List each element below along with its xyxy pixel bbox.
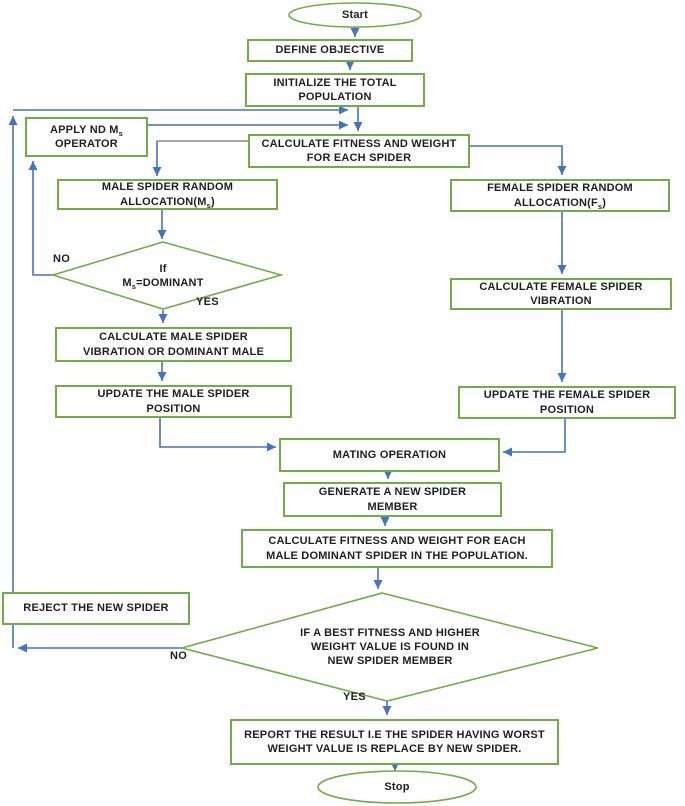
terminator-and-decision-shapes	[50, 2, 599, 804]
node-update-male-position: UPDATE THE MALE SPIDER POSITION	[55, 385, 292, 418]
connector-update-female-mating	[503, 419, 566, 457]
node-define-objective: DEFINE OBJECTIVE	[247, 39, 413, 62]
connectors	[8, 27, 567, 771]
node-calc-fitness-dominant: CALCULATE FITNESS AND WEIGHT FOR EACH MA…	[241, 529, 553, 568]
decision-dominant-shape	[50, 241, 284, 310]
start-terminator-shape	[288, 2, 422, 28]
connector-fitness-female-alloc	[470, 145, 567, 175]
stop-terminator-label: Stop	[384, 780, 410, 793]
node-calc-female-vibration: CALCULATE FEMALE SPIDER VIBRATION	[450, 278, 672, 310]
branch-label-yes-best: YES	[343, 691, 366, 703]
connector-decision-no-apply	[28, 161, 53, 276]
node-calc-fitness-each-spider: CALCULATE FITNESS AND WEIGHT FOR EACH SP…	[248, 134, 470, 168]
decision-best-fitness-label: IF A BEST FITNESS AND HIGHER WEIGHT VALU…	[300, 626, 480, 668]
node-female-spider-random-allocation: FEMALE SPIDER RANDOM ALLOCATION(Fs)	[450, 179, 670, 212]
branch-label-no-best: NO	[170, 650, 188, 662]
node-generate-new-spider: GENERATE A NEW SPIDER MEMBER	[283, 482, 502, 517]
branch-label-yes-dominant: YES	[196, 296, 219, 308]
start-terminator-label: Start	[341, 8, 369, 21]
decision-best-fitness-shape	[178, 592, 599, 702]
decision-dominant-label: If Ms=DOMINANT	[122, 262, 204, 292]
stop-terminator-shape	[317, 770, 477, 804]
node-initialize-population: INITIALIZE THE TOTAL POPULATION	[245, 73, 425, 107]
node-update-female-position: UPDATE THE FEMALE SPIDER POSITION	[458, 386, 676, 419]
node-reject-new-spider: REJECT THE NEW SPIDER	[2, 592, 190, 625]
node-calc-male-vibration: CALCULATE MALE SPIDER VIBRATION OR DOMIN…	[55, 327, 292, 362]
node-male-spider-random-allocation: MALE SPIDER RANDOM ALLOCATION(Ms)	[57, 179, 278, 210]
node-mating-operation: MATING OPERATION	[279, 438, 500, 472]
branch-label-no-dominant: NO	[53, 253, 71, 265]
node-apply-nd-ms-operator: APPLY ND Ms OPERATOR	[25, 117, 148, 157]
connector-update-male-mating	[159, 418, 276, 452]
node-report-result: REPORT THE RESULT I.E THE SPIDER HAVING …	[230, 719, 559, 765]
